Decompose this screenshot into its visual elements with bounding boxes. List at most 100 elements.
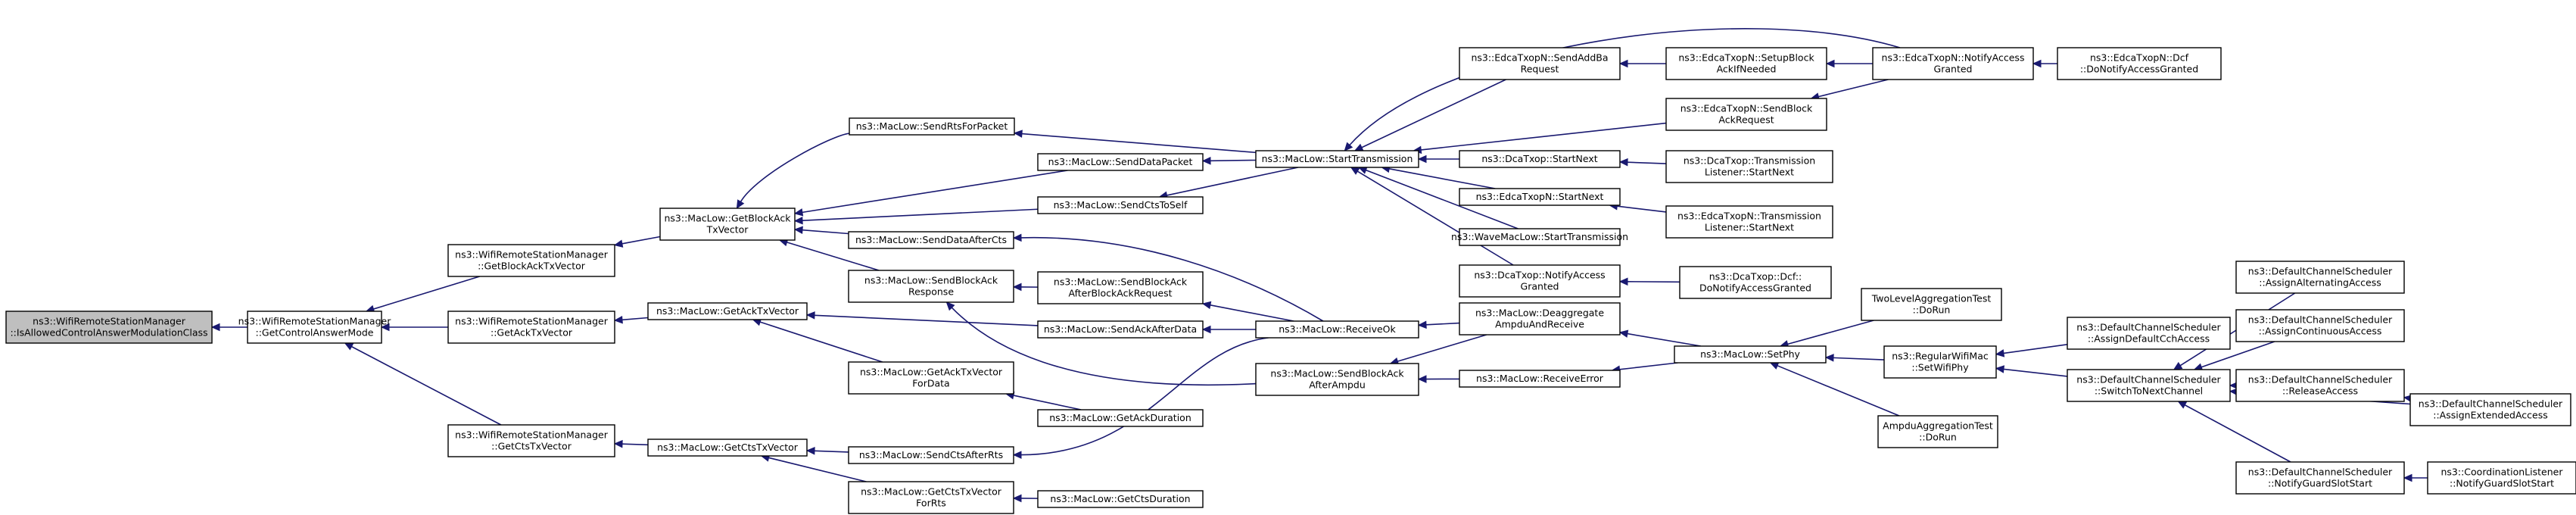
node-box — [1255, 363, 1419, 396]
node-edca-transmission-listener-start-next[interactable]: ns3::EdcaTxopN::TransmissionListener::St… — [1665, 205, 1833, 239]
node-regular-wifi-mac-set-wifi-phy[interactable]: ns3::RegularWifiMac::SetWifiPhy — [1883, 345, 1997, 379]
node-start-transmission[interactable]: ns3::MacLow::StartTransmission — [1255, 150, 1419, 168]
node-box — [5, 311, 213, 344]
node-label: ns3::WaveMacLow::StartTransmission — [1451, 231, 1628, 242]
node-two-level-aggregation-test[interactable]: TwoLevelAggregationTest::DoRun — [1861, 288, 2002, 321]
node-box — [848, 481, 1014, 514]
node-send-data-after-cts[interactable]: ns3::MacLow::SendDataAfterCts — [848, 231, 1014, 249]
node-box — [1665, 205, 1833, 239]
node-label: ns3::DcaTxop::NotifyAccess — [1474, 270, 1605, 281]
arrowhead — [1618, 277, 1628, 286]
call-edge — [759, 321, 883, 363]
node-label: ns3::MacLow::SendAckAfterData — [1044, 323, 1197, 335]
node-label: ns3::WifiRemoteStationManager — [238, 316, 392, 327]
node-wrsm-get-ack-tx-vector[interactable]: ns3::WifiRemoteStationManager::GetAckTxV… — [447, 311, 615, 344]
node-label: ns3::MacLow::SendRtsForPacket — [856, 120, 1008, 132]
call-edge — [621, 236, 661, 245]
node-receive-error[interactable]: ns3::MacLow::ReceiveError — [1459, 370, 1621, 388]
arrowhead — [1012, 494, 1022, 503]
node-label: ns3::MacLow::GetCtsDuration — [1050, 493, 1190, 504]
node-mac-get-ack-tx-vector[interactable]: ns3::MacLow::GetAckTxVector — [647, 302, 808, 320]
node-label: ns3::MacLow::SendBlockAck — [1054, 276, 1188, 288]
arrowhead — [1618, 329, 1629, 338]
node-box — [1037, 320, 1204, 339]
call-edge — [814, 314, 1039, 326]
call-edge — [621, 317, 649, 321]
node-send-data-packet[interactable]: ns3::MacLow::SendDataPacket — [1037, 153, 1204, 171]
node-box — [1037, 490, 1204, 508]
arrowhead — [210, 323, 220, 332]
node-label: ::GetControlAnswerMode — [256, 327, 374, 339]
node-box — [1459, 264, 1621, 298]
node-send-cts-to-self[interactable]: ns3::MacLow::SendCtsToSelf — [1037, 196, 1204, 214]
node-get-ack-duration[interactable]: ns3::MacLow::GetAckDuration — [1037, 409, 1204, 427]
node-wrsm-get-block-ack-tx-vector[interactable]: ns3::WifiRemoteStationManager::GetBlockA… — [447, 244, 615, 277]
node-label: ns3::EdcaTxopN::SendAddBa — [1471, 52, 1608, 64]
node-label: ns3::EdcaTxopN::Dcf — [2090, 52, 2189, 64]
node-label: ForData — [912, 378, 949, 389]
node-box — [1459, 188, 1621, 206]
arrowhead — [2032, 59, 2042, 68]
call-edge — [787, 242, 880, 271]
node-send-block-ack-after-block-ack-request[interactable]: ns3::MacLow::SendBlockAckAfterBlockAckRe… — [1037, 271, 1204, 304]
node-edca-dcf-notify-access-granted[interactable]: ns3::EdcaTxopN::Dcf::DoNotifyAccessGrant… — [2057, 47, 2222, 80]
node-box — [1037, 409, 1204, 427]
call-edge — [1617, 205, 1667, 213]
arrowhead — [1012, 451, 1022, 459]
node-dca-dcf-notify-access-granted[interactable]: ns3::DcaTxop::Dcf::DoNotifyAccessGranted — [1679, 266, 1832, 299]
call-edge — [1833, 357, 1885, 360]
node-assign-default-cch-access[interactable]: ns3::DefaultChannelScheduler::AssignDefa… — [2067, 317, 2231, 350]
call-edge — [1210, 304, 1294, 322]
arrowhead — [805, 311, 815, 320]
arrowhead — [945, 301, 955, 311]
node-dca-notify-access-granted[interactable]: ns3::DcaTxop::NotifyAccessGranted — [1459, 264, 1621, 298]
node-label: ns3::DefaultChannelScheduler — [2076, 374, 2221, 385]
node-send-rts-for-packet[interactable]: ns3::MacLow::SendRtsForPacket — [849, 117, 1015, 136]
node-mac-get-cts-tx-vector[interactable]: ns3::MacLow::GetCtsTxVector — [647, 439, 808, 457]
node-assign-extended-access[interactable]: ns3::DefaultChannelScheduler::AssignExte… — [2409, 393, 2571, 426]
node-root[interactable]: ns3::WifiRemoteStationManager::IsAllowed… — [5, 311, 213, 344]
node-receive-ok[interactable]: ns3::MacLow::ReceiveOk — [1255, 320, 1419, 339]
node-assign-alternating-access[interactable]: ns3::DefaultChannelScheduler::AssignAlte… — [2235, 261, 2405, 294]
node-ampdu-aggregation-test[interactable]: AmpduAggregationTest::DoRun — [1877, 415, 1998, 448]
node-release-access[interactable]: ns3::DefaultChannelScheduler::ReleaseAcc… — [2235, 369, 2405, 402]
node-get-control-answer-mode[interactable]: ns3::WifiRemoteStationManager::GetContro… — [238, 311, 392, 344]
node-box — [1459, 150, 1621, 168]
arrowhead — [1201, 301, 1212, 310]
node-label: ::GetCtsTxVector — [491, 441, 572, 452]
arrowhead — [613, 315, 623, 324]
node-switch-to-next-channel[interactable]: ns3::DefaultChannelScheduler::SwitchToNe… — [2067, 369, 2231, 402]
node-get-cts-duration[interactable]: ns3::MacLow::GetCtsDuration — [1037, 490, 1204, 508]
node-label: ns3::WifiRemoteStationManager — [455, 316, 609, 327]
node-edca-notify-access-granted[interactable]: ns3::EdcaTxopN::NotifyAccessGranted — [1872, 47, 2034, 80]
node-assign-continuous-access[interactable]: ns3::DefaultChannelScheduler::AssignCont… — [2235, 309, 2405, 342]
node-set-phy[interactable]: ns3::MacLow::SetPhy — [1674, 345, 1827, 364]
node-dca-transmission-listener-start-next[interactable]: ns3::DcaTxop::TransmissionListener::Star… — [1665, 150, 1833, 183]
node-mac-get-block-ack-tx-vector[interactable]: ns3::MacLow::GetBlockAckTxVector — [659, 208, 796, 241]
node-dca-start-next[interactable]: ns3::DcaTxop::StartNext — [1459, 150, 1621, 168]
node-wave-start-transmission[interactable]: ns3::WaveMacLow::StartTransmission — [1451, 228, 1628, 246]
node-notify-guard-slot-start[interactable]: ns3::DefaultChannelScheduler::NotifyGuar… — [2235, 461, 2405, 495]
node-label: Listener::StartNext — [1705, 167, 1794, 178]
node-label: ::DoRun — [1919, 432, 1957, 443]
node-send-cts-after-rts[interactable]: ns3::MacLow::SendCtsAfterRts — [848, 446, 1014, 464]
node-label: AfterAmpdu — [1309, 379, 1366, 391]
node-label: ns3::MacLow::SendDataAfterCts — [855, 234, 1007, 245]
node-label: ns3::MacLow::SendBlockAck — [1270, 368, 1404, 379]
node-coordination-listener-notify-guard-slot-start[interactable]: ns3::CoordinationListener::NotifyGuardSl… — [2427, 461, 2576, 495]
arrowhead — [1995, 349, 2005, 357]
node-label: Listener::StartNext — [1705, 222, 1794, 233]
node-wrsm-get-cts-tx-vector[interactable]: ns3::WifiRemoteStationManager::GetCtsTxV… — [447, 424, 615, 457]
node-edca-start-next[interactable]: ns3::EdcaTxopN::StartNext — [1459, 188, 1621, 206]
node-send-ack-after-data[interactable]: ns3::MacLow::SendAckAfterData — [1037, 320, 1204, 339]
call-edge — [951, 307, 1257, 386]
node-label: Response — [908, 286, 954, 298]
